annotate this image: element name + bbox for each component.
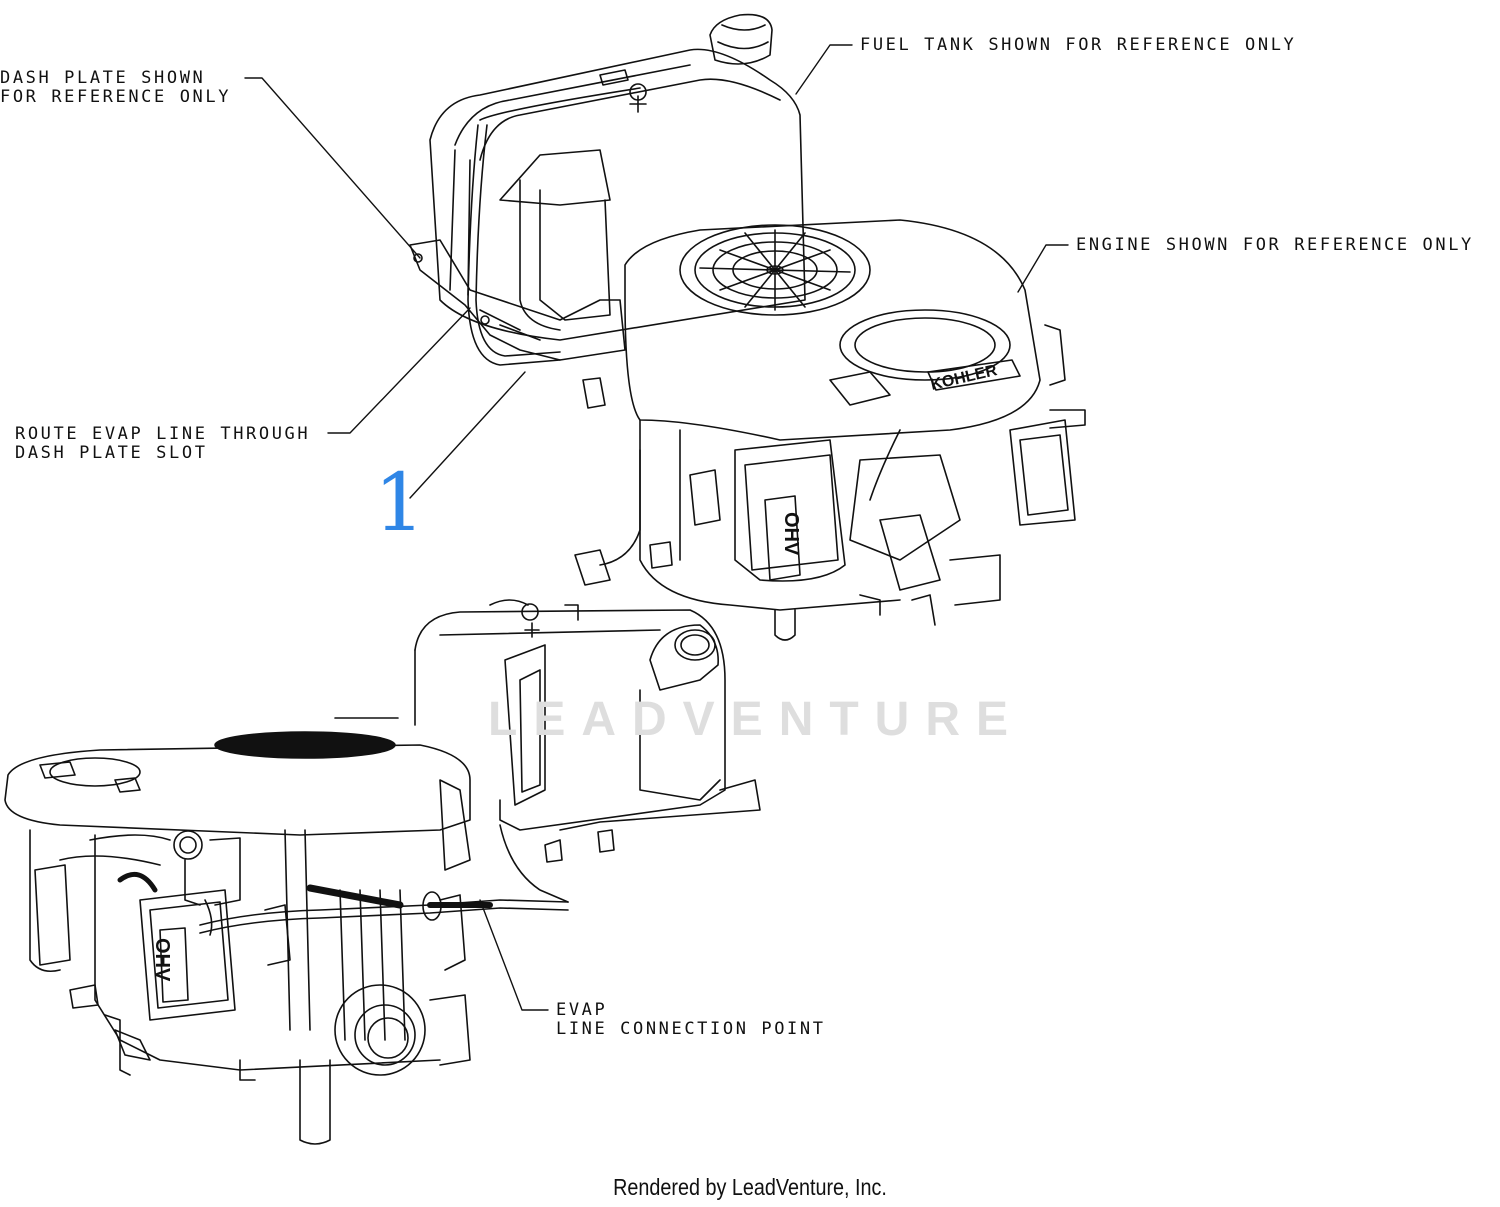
footer-credit: Rendered by LeadVenture, Inc. <box>613 1174 887 1200</box>
label-evap-connection-line-1: EVAP <box>556 1000 608 1020</box>
label-evap-connection-line-2: LINE CONNECTION POINT <box>556 1019 826 1039</box>
label-dash-plate-line-1: DASH PLATE SHOWN <box>0 68 206 88</box>
watermark-text: LEADVENTURE <box>488 693 1025 746</box>
label-route-evap-line-1: ROUTE EVAP LINE THROUGH <box>15 424 311 444</box>
label-engine: ENGINE SHOWN FOR REFERENCE ONLY <box>1076 235 1474 255</box>
leader-route-evap <box>327 307 471 434</box>
leader-dash-plate <box>244 77 421 259</box>
dash-plate <box>409 239 626 361</box>
label-fuel-tank: FUEL TANK SHOWN FOR REFERENCE ONLY <box>860 35 1297 55</box>
fuel-tank-top <box>429 13 806 366</box>
evap-line-bottom <box>199 824 569 936</box>
leader-lines <box>244 44 1069 1011</box>
ohv-badge-bottom: OHV <box>151 938 173 982</box>
fuel-tank-bottom <box>334 599 761 863</box>
leader-part-1 <box>409 371 526 499</box>
label-dash-plate-line-2: FOR REFERENCE ONLY <box>0 87 232 107</box>
leader-engine <box>1017 244 1069 293</box>
leader-fuel-tank <box>795 44 853 95</box>
leader-evap-connection <box>479 899 549 1011</box>
part-callout-number[interactable]: 1 <box>374 456 425 549</box>
label-route-evap-line-2: DASH PLATE SLOT <box>15 443 208 463</box>
ohv-badge-top: OHV <box>780 512 802 556</box>
brand-label: KOHLER <box>929 362 999 394</box>
engine-bottom <box>4 731 471 1145</box>
engine-top <box>574 219 1086 641</box>
